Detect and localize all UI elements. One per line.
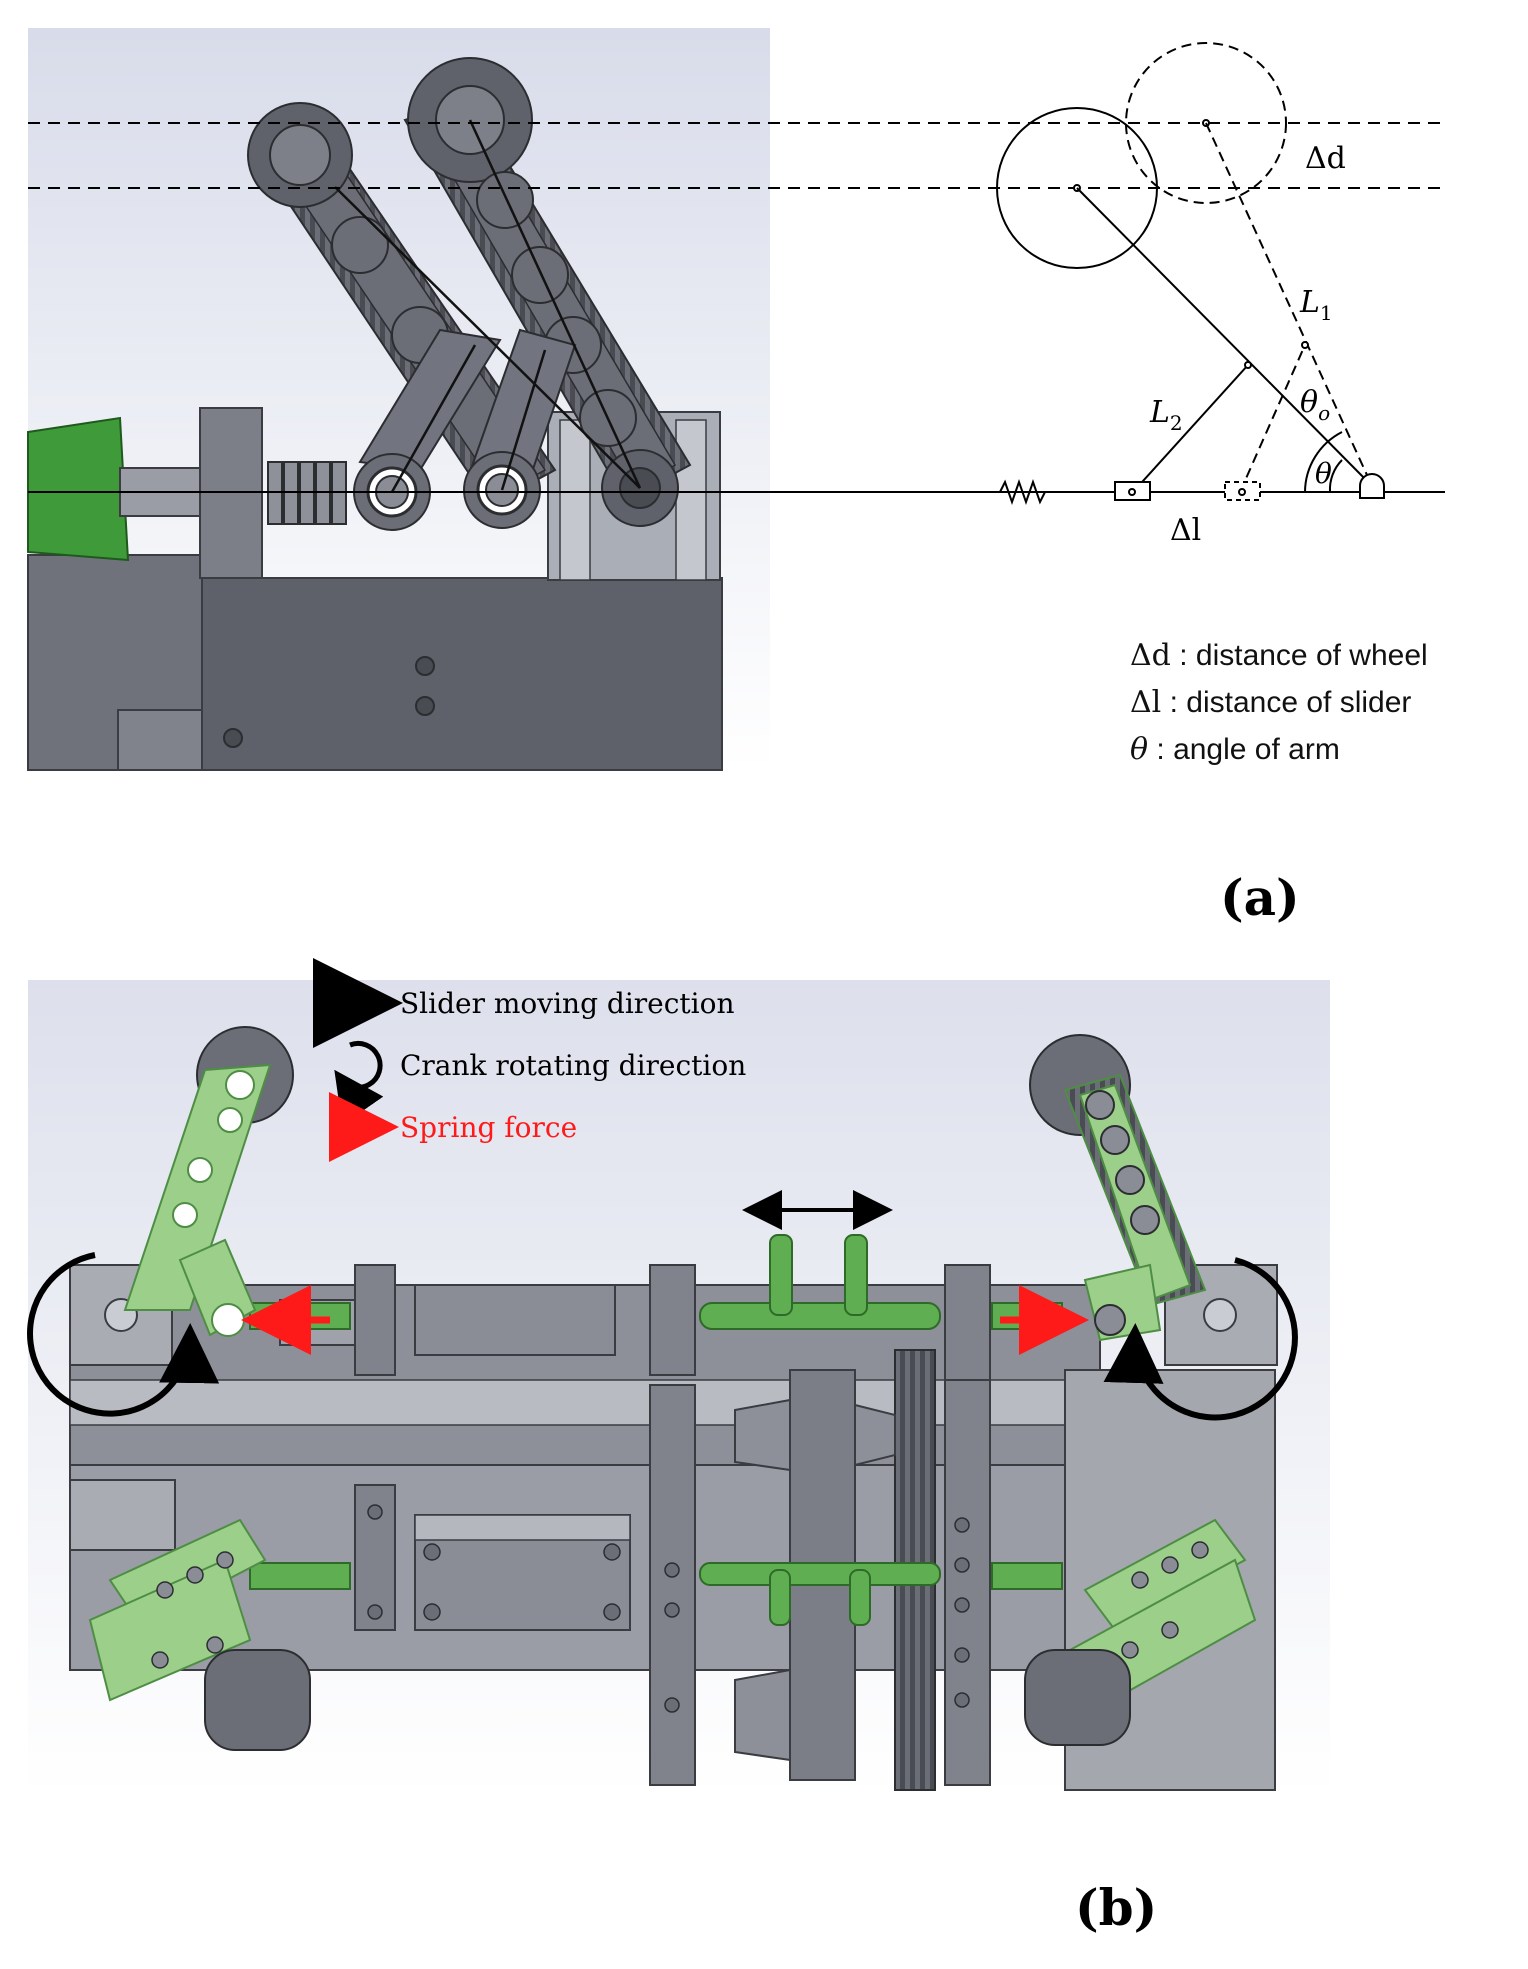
svg-text:Spring force: Spring force [400, 1111, 577, 1144]
left-bottom-crank [69, 1479, 311, 1751]
curved-arrow-right [1103, 1257, 1298, 1421]
panel-b: Slider moving direction Crank rotating d… [27, 958, 1330, 1937]
link-L2-displaced [1239, 344, 1306, 493]
label-L2: L2 [1149, 395, 1183, 435]
motor-cone [27, 416, 130, 562]
left-top-crank [69, 1026, 294, 1366]
legend-a-row-1: Δd : distance of wheel [1130, 638, 1428, 673]
svg-text:Crank rotating direction: Crank rotating direction [400, 1049, 746, 1082]
green-slider-top [699, 1234, 941, 1330]
wheel-displaced [1125, 42, 1287, 204]
angle-arc-theta [1328, 459, 1343, 493]
label-theta-o: θo [1300, 385, 1330, 425]
crank-rotation-arrows [27, 1252, 1298, 1421]
legend-b-row-2: Crank rotating direction [334, 1040, 746, 1126]
kinematic-labels: Δd L1 L2 θo θ Δl [1149, 141, 1346, 548]
label-delta-l: Δl [1170, 513, 1201, 548]
spring-symbol [999, 478, 1046, 506]
lower-rail [249, 1484, 1063, 1631]
label-theta: θ [1315, 457, 1332, 490]
right-top-crank [1029, 1034, 1278, 1366]
panel-a-label: (a) [1220, 868, 1300, 927]
wheel-initial [996, 107, 1158, 269]
legend-a: Δd : distance of wheel Δl : distance of … [1130, 638, 1428, 767]
kinematic-diagram [28, 42, 1445, 506]
label-L1: L1 [1299, 285, 1333, 325]
legend-b-row-3: Spring force [329, 1092, 577, 1162]
angle-arc-theta-o [1304, 431, 1343, 493]
cad-sketch-lines [334, 119, 642, 493]
legend-b-row-1: Slider moving direction [313, 958, 735, 1048]
base-block [27, 554, 723, 771]
curved-arrow-left [27, 1252, 220, 1417]
curved-arrow-icon [334, 1040, 384, 1126]
panel-a: Δd L1 L2 θo θ Δl Δd : distance of wheel … [27, 28, 1445, 927]
right-bottom-crank [1024, 1518, 1257, 1746]
link-L2 [1132, 364, 1249, 493]
legend-a-row-2: Δl : distance of slider [1130, 685, 1411, 720]
label-delta-d: Δd [1305, 141, 1346, 176]
pivot-symbol [1359, 473, 1385, 499]
panel-b-label: (b) [1075, 1878, 1157, 1937]
arm-L1-displaced [1205, 122, 1373, 487]
arm-L1 [1076, 187, 1373, 487]
legend-a-row-3: θ : angle of arm [1130, 732, 1340, 767]
legend-b: Slider moving direction Crank rotating d… [313, 958, 746, 1162]
arm-back [247, 102, 557, 507]
svg-text:Slider moving direction: Slider moving direction [400, 987, 735, 1020]
